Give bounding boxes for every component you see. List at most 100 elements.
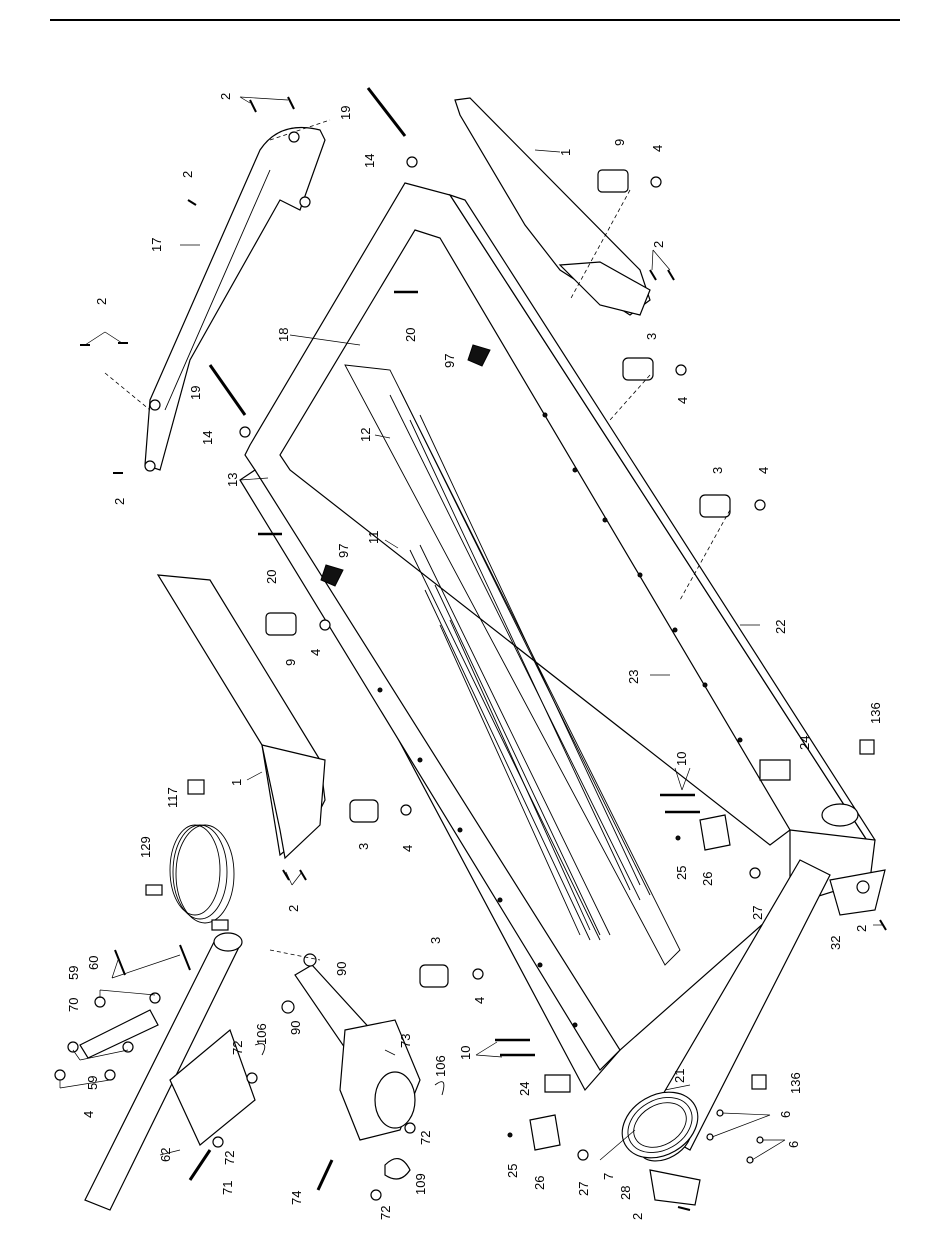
callout-21: 21	[672, 1069, 687, 1083]
callout-11: 11	[366, 531, 381, 545]
pin-60-a	[115, 950, 125, 975]
washer-14-left	[240, 427, 250, 437]
base-tube-assembly	[55, 933, 265, 1210]
callout-9-left: 9	[283, 659, 298, 666]
callout-62: 62	[158, 1148, 173, 1162]
callout-2-foot: 2	[630, 1213, 645, 1220]
callout-97-left: 97	[336, 544, 351, 558]
callout-71: 71	[220, 1181, 235, 1195]
endcap-32-hole	[857, 881, 869, 893]
leader-2-right	[652, 250, 670, 270]
callout-18: 18	[276, 328, 291, 342]
callout-25-left: 25	[505, 1164, 520, 1178]
clip-109	[385, 1159, 410, 1179]
hole-12	[538, 963, 542, 967]
callout-2-right: 2	[651, 241, 666, 248]
callout-26-right: 26	[700, 872, 715, 886]
callout-2-bottom: 2	[286, 905, 301, 912]
callout-3-right-a: 3	[644, 333, 659, 340]
wire-harness-129	[146, 825, 234, 930]
callout-14-top: 14	[362, 154, 377, 168]
nut-27-a	[750, 868, 760, 878]
plate-26-left	[530, 1115, 560, 1150]
axle-19-top	[368, 88, 405, 136]
nut-4-f	[473, 969, 483, 979]
callout-6-b: 6	[786, 1141, 801, 1148]
callout-3-right-b: 3	[710, 467, 725, 474]
hole-7	[738, 738, 742, 742]
callout-1-left: 1	[229, 779, 244, 786]
callout-70: 70	[66, 998, 81, 1012]
screw-2-g	[650, 270, 656, 280]
washer-72-c	[405, 1123, 415, 1133]
plug-136-top	[860, 740, 874, 754]
callout-97-right: 97	[442, 354, 457, 368]
pin-60-b	[180, 945, 190, 970]
screw-2-a	[250, 100, 256, 112]
callout-2-handle: 2	[180, 171, 195, 178]
callout-72-c: 72	[418, 1131, 433, 1145]
callout-17: 17	[149, 238, 164, 252]
nut-4-c	[755, 500, 765, 510]
callout-27-right: 27	[750, 906, 765, 920]
leader-dash-2	[610, 375, 650, 420]
screw-2-j	[300, 870, 306, 880]
callout-7: 7	[601, 1173, 616, 1180]
hole-5	[673, 628, 677, 632]
handle-bolt-hole-b	[145, 461, 155, 471]
callout-2-rear: 2	[854, 925, 869, 932]
leader-2-top	[240, 97, 288, 103]
plate-24-left	[545, 1075, 570, 1092]
wire-loop-1	[170, 825, 220, 915]
nut-4-h	[105, 1070, 115, 1080]
callout-3-left-b: 3	[428, 937, 443, 944]
callout-27-left: 27	[576, 1182, 591, 1196]
callout-1-right: 1	[558, 149, 573, 156]
leader-dash-5	[105, 373, 150, 410]
leader-10-left	[476, 1042, 502, 1057]
hole-6	[703, 683, 707, 687]
callout-20-top: 20	[403, 328, 418, 342]
leader-6-bottom	[752, 1140, 785, 1160]
plate-24-right	[760, 760, 790, 780]
callout-4-d: 4	[308, 649, 323, 656]
leader-6-top	[712, 1113, 770, 1137]
callout-25-right: 25	[674, 866, 689, 880]
callout-59-top: 59	[66, 966, 81, 980]
callout-19-left: 19	[188, 386, 203, 400]
nut-4-a	[651, 177, 661, 187]
callout-24-right: 24	[797, 736, 812, 750]
callout-10-right: 10	[674, 752, 689, 766]
hole-1	[543, 413, 547, 417]
nut-27-b	[578, 1150, 588, 1160]
hole-2	[573, 468, 577, 472]
callout-4-a: 4	[650, 145, 665, 152]
screw-25-a	[676, 836, 680, 840]
foot-9-left	[266, 613, 296, 635]
axle-19-left	[210, 365, 245, 415]
callout-117: 117	[165, 787, 180, 808]
washer-59-a	[95, 997, 105, 1007]
nut-4-d	[320, 620, 330, 630]
wire-connector-a	[146, 885, 162, 895]
hole-3	[603, 518, 607, 522]
screw-2-b	[288, 97, 294, 109]
callout-20-left: 20	[264, 570, 279, 584]
wire-loop-2	[173, 825, 227, 919]
bracket-70	[80, 1010, 158, 1058]
leader-59-top	[100, 990, 155, 998]
screw-25-b	[508, 1133, 512, 1137]
nut-4-b	[676, 365, 686, 375]
callout-106-a: 106	[254, 1023, 269, 1045]
washer-72-a	[213, 1137, 223, 1147]
leader-1-left	[247, 772, 262, 780]
callout-4-c: 4	[756, 467, 771, 474]
callout-106-b: 106	[433, 1055, 448, 1077]
hole-9	[418, 758, 422, 762]
pin-74	[318, 1160, 332, 1190]
washer-14-top	[407, 157, 417, 167]
callout-22: 22	[773, 620, 788, 634]
motor-endcap	[375, 1072, 415, 1128]
